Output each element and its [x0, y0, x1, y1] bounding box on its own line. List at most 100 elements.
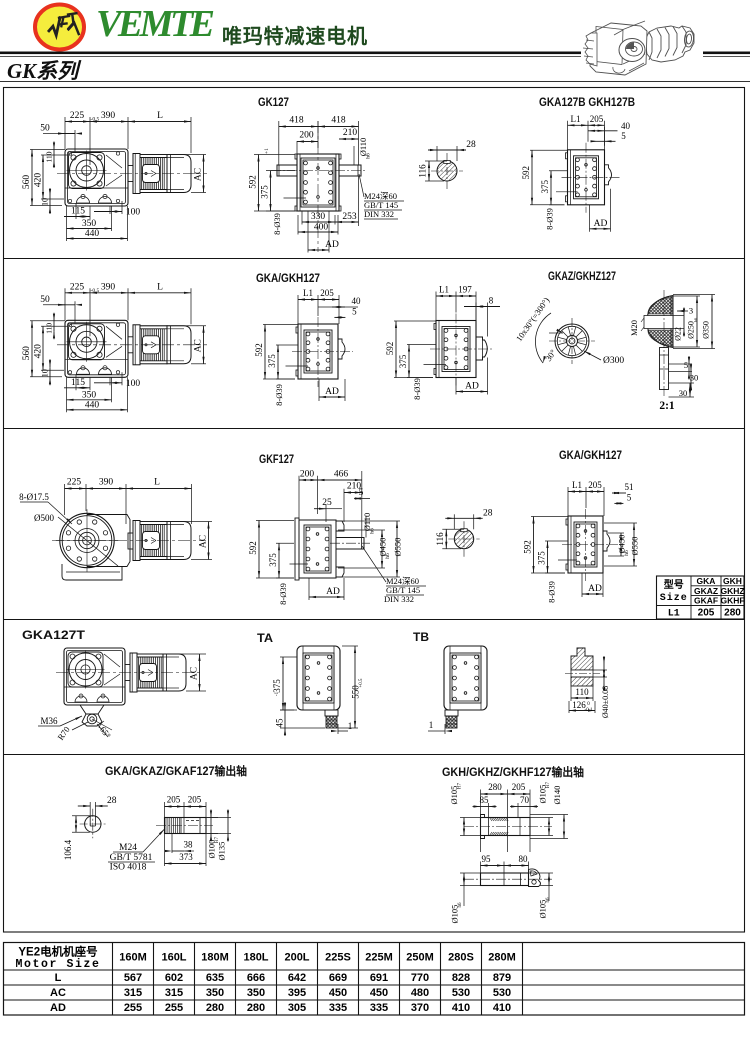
- svg-text:M24深60: M24深60: [364, 191, 397, 201]
- svg-text:TA: TA: [257, 633, 273, 645]
- svg-text:AD: AD: [326, 587, 340, 597]
- svg-text:280: 280: [247, 1002, 265, 1014]
- svg-text:AC: AC: [199, 535, 209, 548]
- svg-text:Ø550: Ø550: [630, 537, 640, 556]
- svg-text:-0.1: -0.1: [585, 708, 593, 713]
- svg-text:205: 205: [512, 782, 526, 792]
- svg-text:550: 550: [351, 685, 361, 699]
- svg-text:H7: H7: [458, 782, 463, 789]
- svg-text:L1: L1: [668, 609, 680, 620]
- svg-text:10: 10: [41, 198, 50, 206]
- svg-text:410: 410: [452, 1002, 470, 1014]
- svg-text:-0.5: -0.5: [91, 117, 100, 123]
- svg-text:Ø550: Ø550: [393, 538, 403, 557]
- svg-text:Ø135: Ø135: [217, 842, 227, 861]
- svg-text:-1: -1: [274, 691, 280, 696]
- svg-text:225M: 225M: [365, 952, 393, 964]
- svg-text:51: 51: [625, 482, 634, 492]
- svg-text:5: 5: [352, 306, 357, 316]
- svg-text:225: 225: [70, 282, 85, 292]
- svg-text:592: 592: [521, 166, 531, 180]
- svg-text:305: 305: [288, 1002, 306, 1014]
- svg-text:40: 40: [352, 296, 362, 306]
- svg-text:Ø110: Ø110: [358, 138, 368, 157]
- svg-text:210: 210: [347, 482, 362, 492]
- svg-text:440: 440: [85, 400, 100, 410]
- svg-text:335: 335: [370, 1002, 388, 1014]
- svg-text:280: 280: [206, 1002, 224, 1014]
- svg-text:373: 373: [179, 852, 193, 862]
- svg-text:DIN 332: DIN 332: [364, 209, 394, 219]
- svg-text:5: 5: [684, 360, 688, 370]
- svg-text:375: 375: [537, 551, 547, 565]
- svg-text:418: 418: [331, 116, 346, 126]
- svg-text:1: 1: [429, 720, 434, 730]
- svg-text:50: 50: [40, 124, 50, 134]
- svg-text:205: 205: [588, 480, 602, 490]
- svg-text:h6: h6: [693, 317, 698, 322]
- svg-text:h6: h6: [546, 897, 551, 903]
- svg-text:Ø140: Ø140: [552, 786, 562, 805]
- svg-text:110: 110: [575, 687, 589, 697]
- svg-text:418: 418: [289, 116, 304, 126]
- svg-text:Ø450: Ø450: [617, 535, 627, 554]
- svg-text:AD: AD: [325, 387, 339, 397]
- svg-text:25: 25: [322, 498, 332, 508]
- svg-text:200: 200: [300, 470, 315, 480]
- svg-text:Ø40±0.08: Ø40±0.08: [601, 686, 610, 718]
- svg-text:Motor Size: Motor Size: [15, 958, 100, 971]
- svg-text:350: 350: [247, 987, 265, 999]
- svg-text:28: 28: [483, 508, 493, 518]
- svg-text:30: 30: [690, 373, 699, 383]
- svg-text:450: 450: [370, 987, 388, 999]
- svg-text:255: 255: [124, 1002, 142, 1014]
- svg-text:375: 375: [398, 354, 408, 368]
- svg-text:440: 440: [85, 229, 100, 239]
- svg-text:205: 205: [698, 608, 715, 619]
- svg-text:669: 669: [329, 972, 347, 984]
- svg-text:Ø110: Ø110: [362, 513, 372, 532]
- svg-text:50: 50: [40, 295, 50, 305]
- svg-text:335: 335: [329, 1002, 347, 1014]
- svg-text:602: 602: [165, 972, 183, 984]
- svg-text:M36: M36: [40, 716, 58, 726]
- svg-text:691: 691: [370, 972, 388, 984]
- svg-text:唯玛特减速电机: 唯玛特减速电机: [222, 24, 367, 48]
- svg-text:116: 116: [418, 164, 428, 178]
- svg-text:560: 560: [22, 346, 32, 361]
- svg-text:828: 828: [452, 972, 470, 984]
- svg-text:410: 410: [493, 1002, 511, 1014]
- svg-text:466: 466: [334, 470, 349, 480]
- svg-text:GKA127T: GKA127T: [22, 630, 85, 642]
- svg-text:205: 205: [167, 795, 181, 805]
- svg-text:M20: M20: [629, 320, 639, 336]
- svg-text:DIN 332: DIN 332: [384, 594, 414, 604]
- svg-text:GKA/GKAZ/GKAF127输出轴: GKA/GKAZ/GKAF127输出轴: [105, 764, 247, 778]
- svg-text:AD: AD: [594, 219, 608, 229]
- svg-text:225: 225: [67, 478, 82, 488]
- svg-text:70: 70: [520, 795, 530, 805]
- svg-text:Ø105: Ø105: [538, 785, 548, 804]
- svg-text:280: 280: [724, 608, 741, 619]
- svg-text:L1: L1: [571, 114, 581, 124]
- svg-text:VEMTE: VEMTE: [96, 3, 215, 45]
- svg-text:592: 592: [523, 540, 533, 554]
- svg-text:L1: L1: [572, 480, 582, 490]
- svg-text:375: 375: [540, 180, 550, 194]
- svg-text:h6: h6: [366, 153, 372, 159]
- svg-text:1: 1: [348, 721, 353, 731]
- svg-text:TB: TB: [413, 632, 429, 644]
- svg-text:AC: AC: [50, 987, 66, 999]
- svg-text:+0.5: +0.5: [359, 678, 364, 688]
- svg-text:YE2电机机座号: YE2电机机座号: [18, 945, 97, 959]
- svg-text:225S: 225S: [325, 952, 351, 964]
- svg-text:GKH/GKHZ/GKHF127输出轴: GKH/GKHZ/GKHF127输出轴: [442, 765, 584, 779]
- svg-text:180L: 180L: [243, 952, 268, 964]
- svg-text:592: 592: [254, 343, 264, 357]
- svg-text:879: 879: [493, 972, 511, 984]
- svg-text:GKAF: GKAF: [694, 596, 718, 606]
- svg-text:+1: +1: [264, 148, 270, 154]
- svg-text:160M: 160M: [119, 952, 147, 964]
- svg-text:h6: h6: [385, 553, 391, 559]
- svg-text:Ø22: Ø22: [674, 327, 683, 341]
